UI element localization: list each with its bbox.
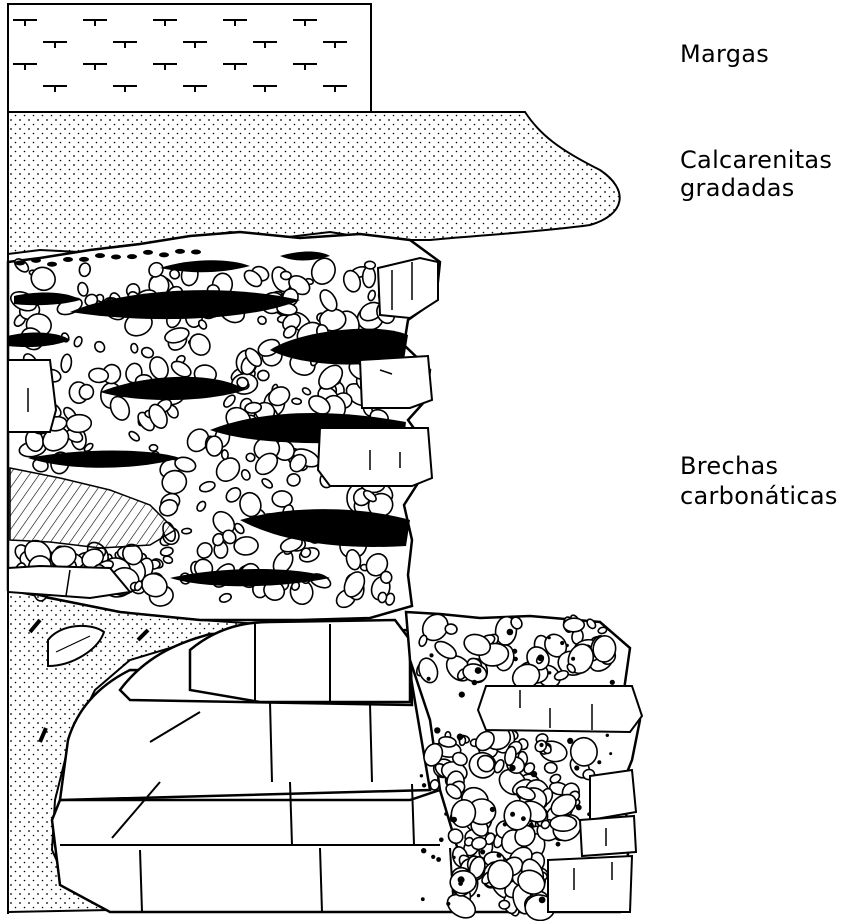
legend-labels: Margas Calcarenitas gradadas Brechas car… [680,40,838,510]
brechas-upper-body [8,232,440,620]
label-brechas-line2: carbonáticas [680,482,838,510]
label-brechas-line1: Brechas [680,452,778,480]
label-calcarenitas-line2: gradadas [680,174,795,202]
calcarenitas-layer [8,112,620,254]
label-calcarenitas-line1: Calcarenitas [680,146,832,174]
margas-layer [8,4,371,112]
label-margas: Margas [680,40,769,68]
